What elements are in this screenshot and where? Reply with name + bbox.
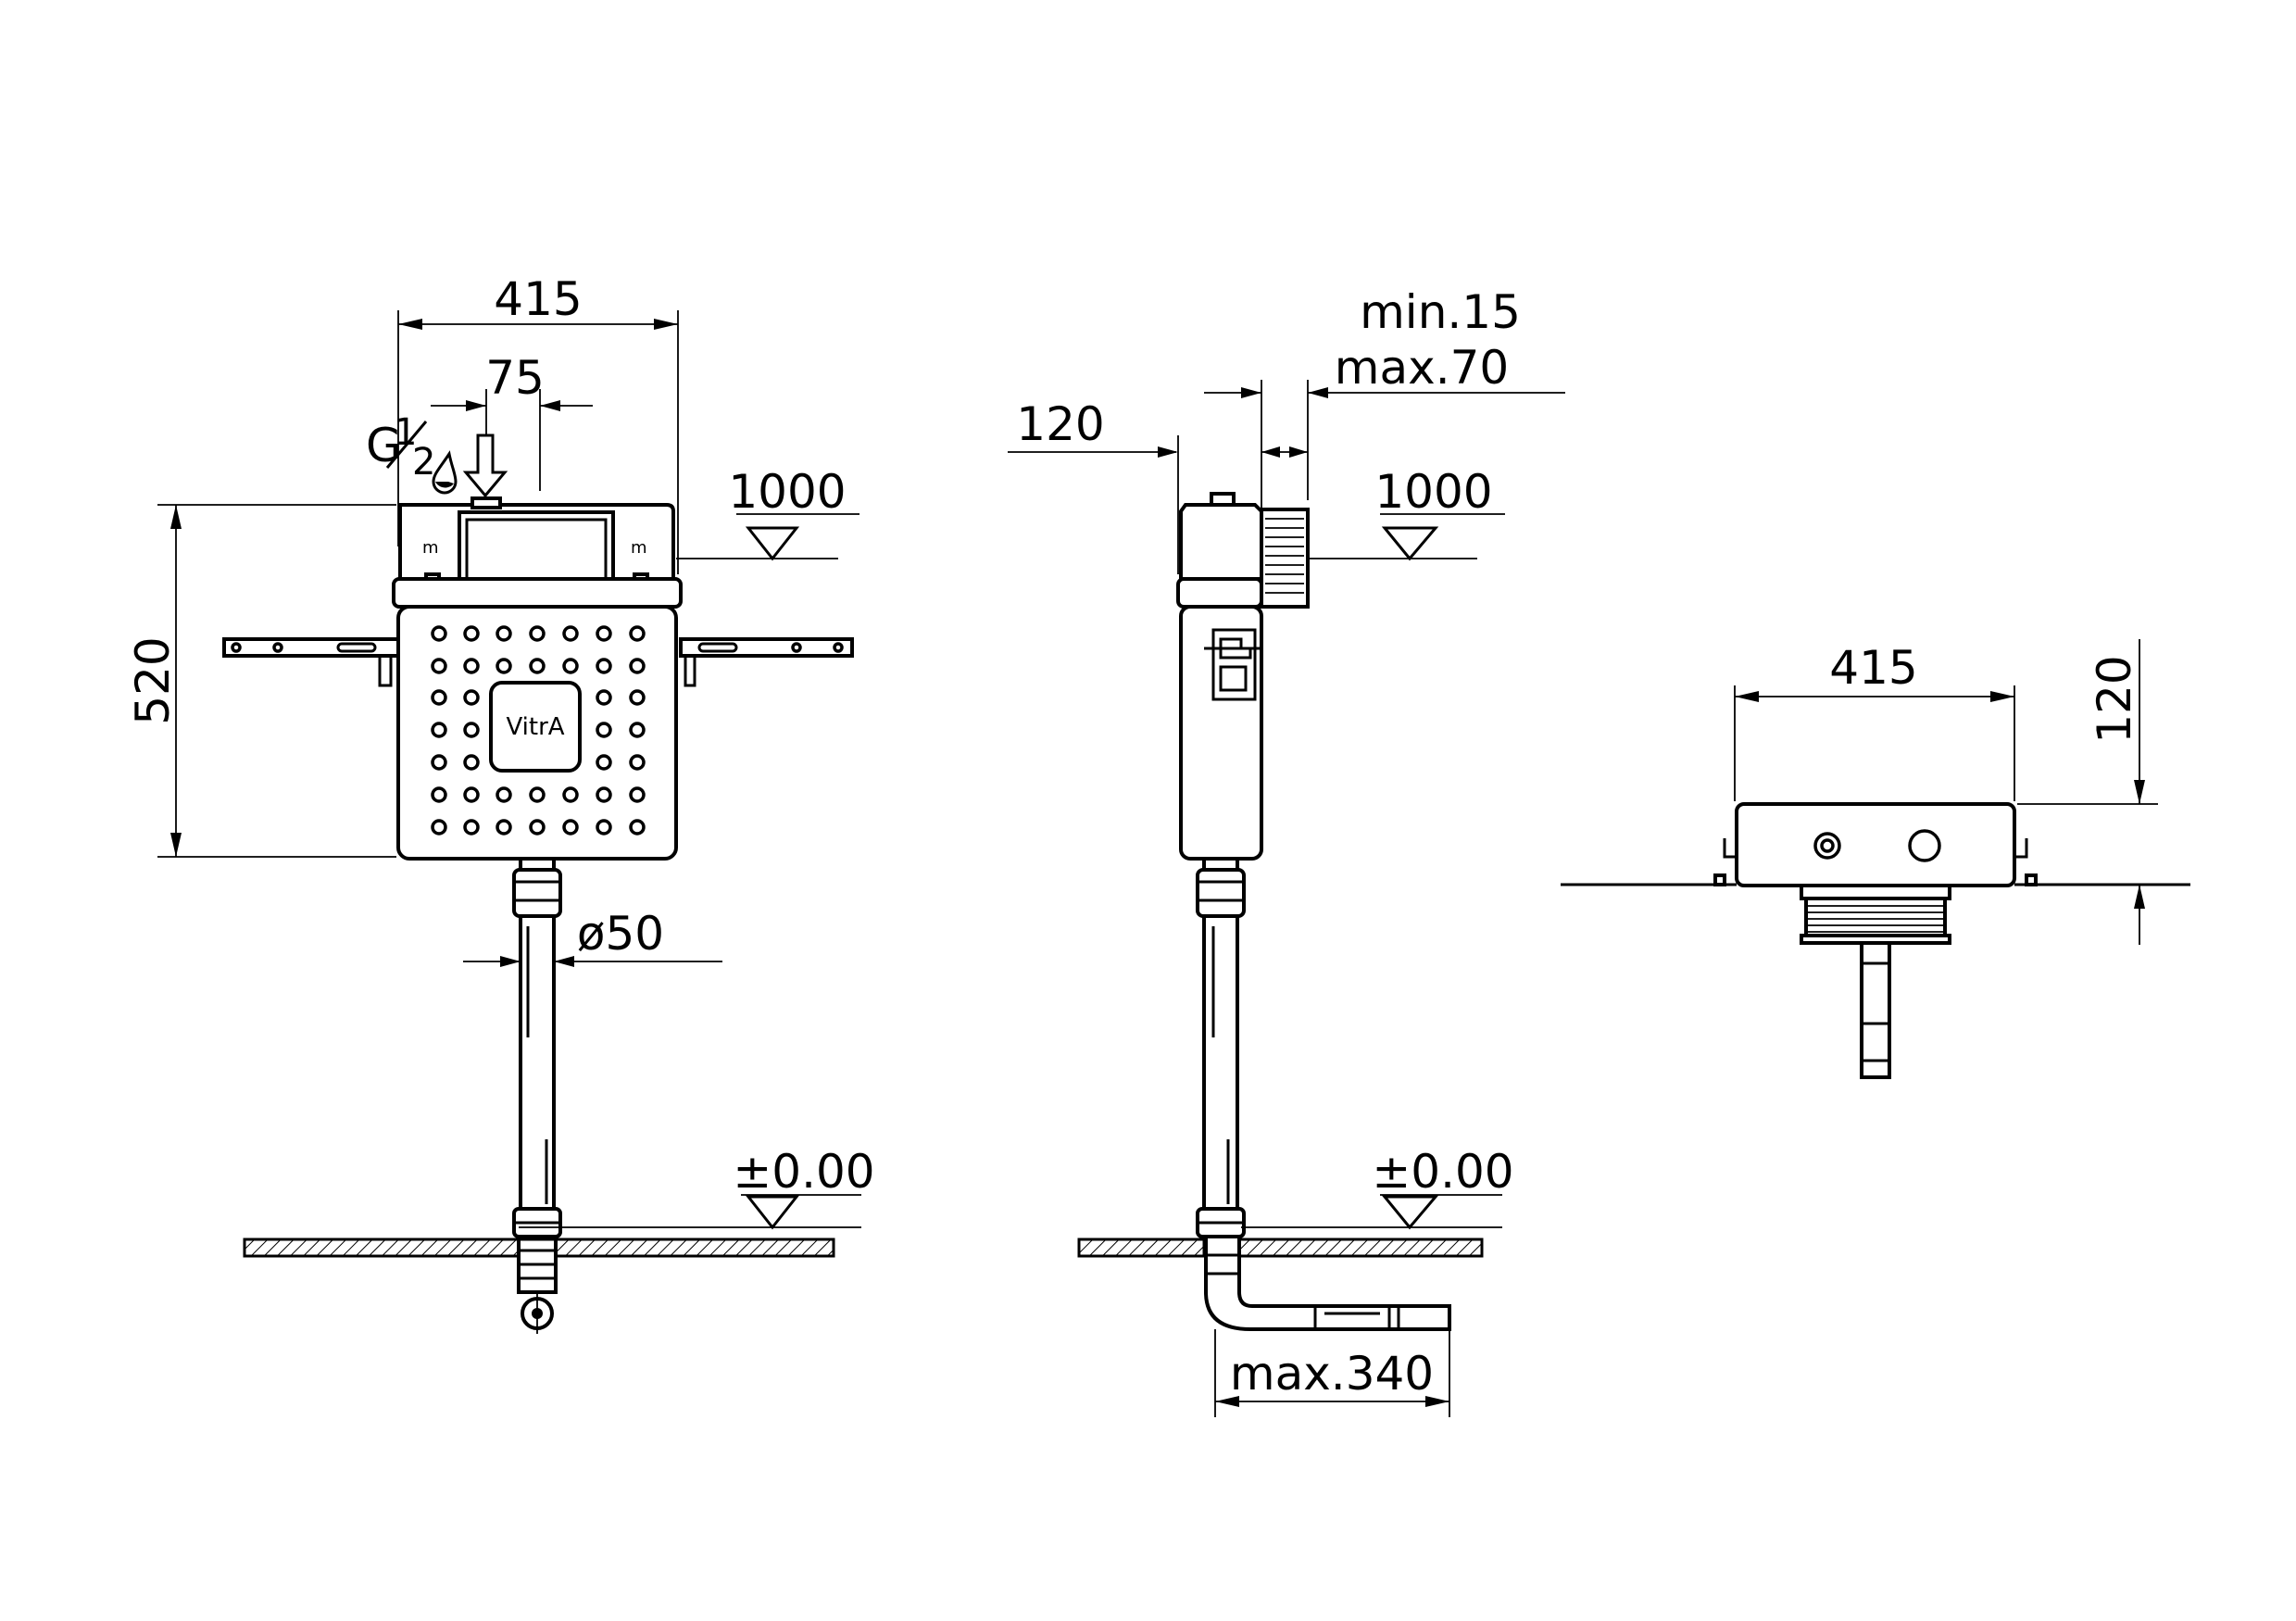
top-cistern-body	[1723, 802, 2028, 887]
side-depth-label: 120	[1016, 397, 1104, 451]
top-adjustable-sleeve	[1800, 884, 1951, 945]
front-width-dimension: 415	[397, 272, 679, 574]
top-view: 415 120	[1561, 639, 2190, 1079]
side-offset-dimension: min.15 max.70	[1204, 285, 1565, 509]
front-height-dimension: 520	[126, 504, 396, 858]
cistern-body: VitrA	[392, 577, 683, 861]
side-cistern-body	[1176, 492, 1310, 861]
front-width-label: 415	[494, 272, 582, 326]
supply-frac-den: 2	[412, 441, 435, 484]
top-depth-dimension: 120	[2017, 639, 2158, 945]
top-width-dimension: 415	[1734, 641, 2015, 801]
svg-text:m: m	[422, 538, 439, 558]
water-supply-note: G 1 2	[366, 411, 508, 498]
side-min-label: min.15	[1360, 285, 1521, 339]
right-wall-bracket	[679, 637, 854, 687]
down-arrow-icon	[462, 434, 508, 498]
front-floor-level-label: ±0.00	[733, 1145, 874, 1199]
front-height-label: 520	[126, 636, 180, 724]
ventilation-holes	[431, 625, 646, 836]
front-floor-line: ±0.00	[243, 1145, 875, 1258]
side-run-label: max.340	[1230, 1347, 1434, 1401]
top-wall-line	[1561, 873, 2190, 886]
front-view: 415 75 G 1 2 520	[126, 272, 875, 1334]
side-depth-dimension: 120	[1008, 397, 1179, 574]
top-depth-label: 120	[2088, 655, 2141, 743]
side-run-dimension: max.340	[1214, 1329, 1450, 1417]
side-floor-level-label: ±0.00	[1372, 1145, 1513, 1199]
side-max-label: max.70	[1335, 341, 1509, 395]
pipe-diameter-dimension: ø50	[463, 907, 722, 967]
side-level-1000-label: 1000	[1374, 465, 1492, 519]
svg-text:m: m	[631, 538, 647, 558]
top-width-label: 415	[1829, 641, 1917, 695]
front-offset-dimension: 75	[431, 351, 593, 491]
left-wall-bracket	[222, 637, 400, 687]
pipe-diameter-label: ø50	[577, 907, 664, 961]
front-offset-label: 75	[485, 351, 545, 405]
side-level-1000: 1000	[1308, 465, 1505, 561]
side-view: min.15 max.70 120 1000	[1008, 285, 1565, 1417]
front-flush-pipe	[512, 857, 562, 1334]
side-flush-pipe	[1196, 857, 1451, 1331]
brand-logo: VitrA	[506, 713, 564, 741]
front-level-1000: 1000	[676, 465, 859, 561]
supply-g-label: G	[366, 419, 402, 472]
front-level-1000-label: 1000	[728, 465, 846, 519]
side-floor-line: ±0.00	[1077, 1145, 1514, 1258]
top-outlet-pipe	[1860, 941, 1891, 1079]
